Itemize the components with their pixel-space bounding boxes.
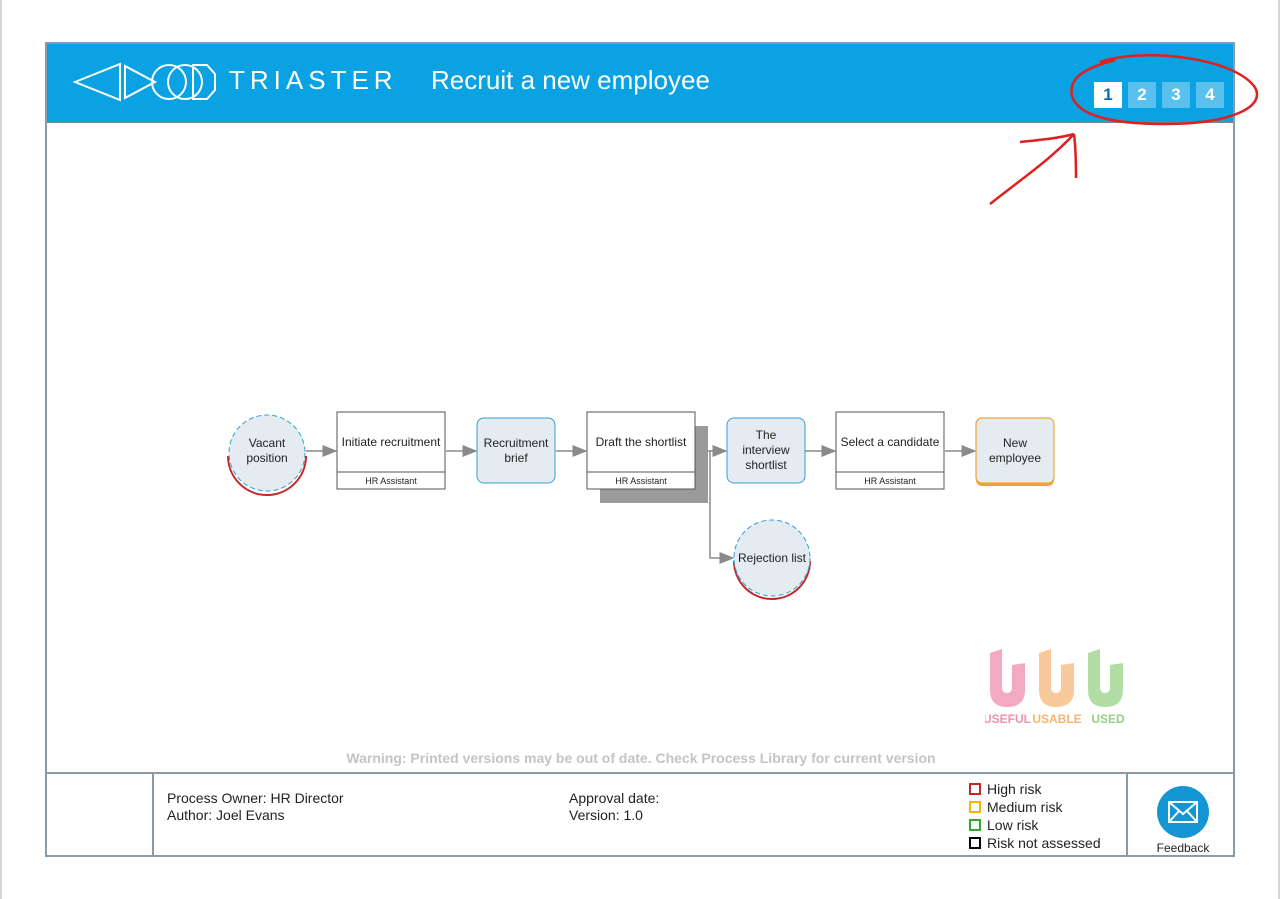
node-label: Recruitment xyxy=(484,436,549,450)
used-u-icon xyxy=(1088,649,1123,707)
role-label: HR Assistant xyxy=(864,476,916,486)
document-recruitment-brief[interactable]: Recruitment brief xyxy=(476,417,556,484)
legend-label: Medium risk xyxy=(987,799,1063,815)
legend-item: Risk not assessed xyxy=(969,834,1101,852)
approval-info: Approval date: Version: 1.0 xyxy=(569,790,659,824)
node-label: employee xyxy=(989,451,1041,465)
badge-label-useful: USEFUL xyxy=(985,712,1031,726)
risk-legend: High risk Medium risk Low risk Risk not … xyxy=(969,780,1101,852)
node-label: brief xyxy=(504,451,528,465)
page-edge xyxy=(0,0,2,899)
useful-u-icon xyxy=(990,649,1025,707)
page-edge xyxy=(1278,0,1280,899)
version: Version: 1.0 xyxy=(569,807,643,823)
node-label: Rejection list xyxy=(738,551,807,565)
feedback-button[interactable]: Feedback xyxy=(1153,786,1213,855)
legend-item: High risk xyxy=(969,780,1101,798)
node-label: shortlist xyxy=(745,458,787,472)
footer-divider xyxy=(152,774,154,857)
feedback-icon-circle[interactable] xyxy=(1157,786,1209,838)
legend-label: Low risk xyxy=(987,817,1039,833)
badge-label-usable: USABLE xyxy=(1032,712,1081,726)
output-new-employee[interactable]: New employee xyxy=(975,417,1055,486)
node-label: position xyxy=(246,451,287,465)
activity-draft-the-shortlist[interactable]: Draft the shortlist HR Assistant xyxy=(586,411,708,503)
role-label: HR Assistant xyxy=(615,476,667,486)
badge-label-used: USED xyxy=(1091,712,1125,726)
author: Author: Joel Evans xyxy=(167,807,285,823)
triaster-logo-icon xyxy=(73,62,216,102)
activity-select-a-candidate[interactable]: Select a candidate HR Assistant xyxy=(835,411,945,490)
brand-name: TRIASTER xyxy=(229,65,398,95)
approval-date: Approval date: xyxy=(569,790,660,806)
legend-item: Low risk xyxy=(969,816,1101,834)
node-label: interview xyxy=(742,443,790,457)
role-label: HR Assistant xyxy=(365,476,417,486)
feedback-label: Feedback xyxy=(1156,841,1210,855)
document-interview-shortlist[interactable]: The interview shortlist xyxy=(726,417,806,484)
process-owner: Process Owner: HR Director xyxy=(167,790,344,806)
high-risk-swatch xyxy=(969,783,981,795)
node-label: Vacant xyxy=(249,436,286,450)
node-label: The xyxy=(756,428,777,442)
event-vacant-position[interactable]: Vacant position xyxy=(227,414,307,496)
event-rejection-list[interactable]: Rejection list xyxy=(733,519,811,600)
usable-u-icon xyxy=(1039,649,1074,707)
envelope-icon xyxy=(1168,801,1198,823)
activity-initiate-recruitment[interactable]: Initiate recruitment HR Assistant xyxy=(336,411,446,490)
print-warning: Warning: Printed versions may be out of … xyxy=(346,750,936,766)
uuu-badges: USEFUL USABLE USED xyxy=(985,649,1125,726)
medium-risk-swatch xyxy=(969,801,981,813)
owner-info: Process Owner: HR Director Author: Joel … xyxy=(167,790,344,824)
footer-divider xyxy=(1126,774,1128,857)
node-label: New xyxy=(1003,436,1027,450)
node-label: Select a candidate xyxy=(841,435,940,449)
legend-label: Risk not assessed xyxy=(987,835,1101,851)
node-label: Draft the shortlist xyxy=(596,435,687,449)
legend-label: High risk xyxy=(987,781,1042,797)
footer: Process Owner: HR Director Author: Joel … xyxy=(45,772,1235,857)
not-assessed-swatch xyxy=(969,837,981,849)
connector-arrow xyxy=(709,451,735,564)
low-risk-swatch xyxy=(969,819,981,831)
page-title: Recruit a new employee xyxy=(431,65,710,95)
node-label: Initiate recruitment xyxy=(342,435,441,449)
legend-item: Medium risk xyxy=(969,798,1101,816)
